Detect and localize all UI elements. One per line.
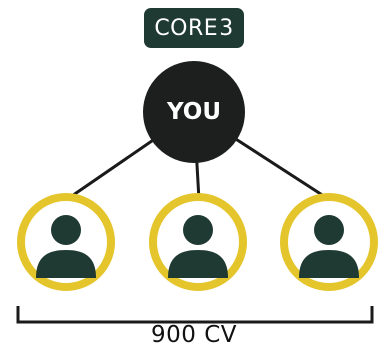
member-node-right (280, 193, 378, 291)
person-icon (299, 215, 359, 278)
logo-text: CORE (154, 15, 219, 41)
logo-mark: 3 (219, 15, 234, 41)
volume-label: 900 CV (150, 322, 237, 348)
person-icon (36, 215, 96, 278)
you-node (143, 61, 245, 163)
member-node-middle (149, 193, 247, 291)
volume-bracket (16, 306, 374, 324)
person-icon (168, 215, 228, 278)
member-node-left (17, 193, 115, 291)
you-label: YOU (166, 99, 222, 125)
